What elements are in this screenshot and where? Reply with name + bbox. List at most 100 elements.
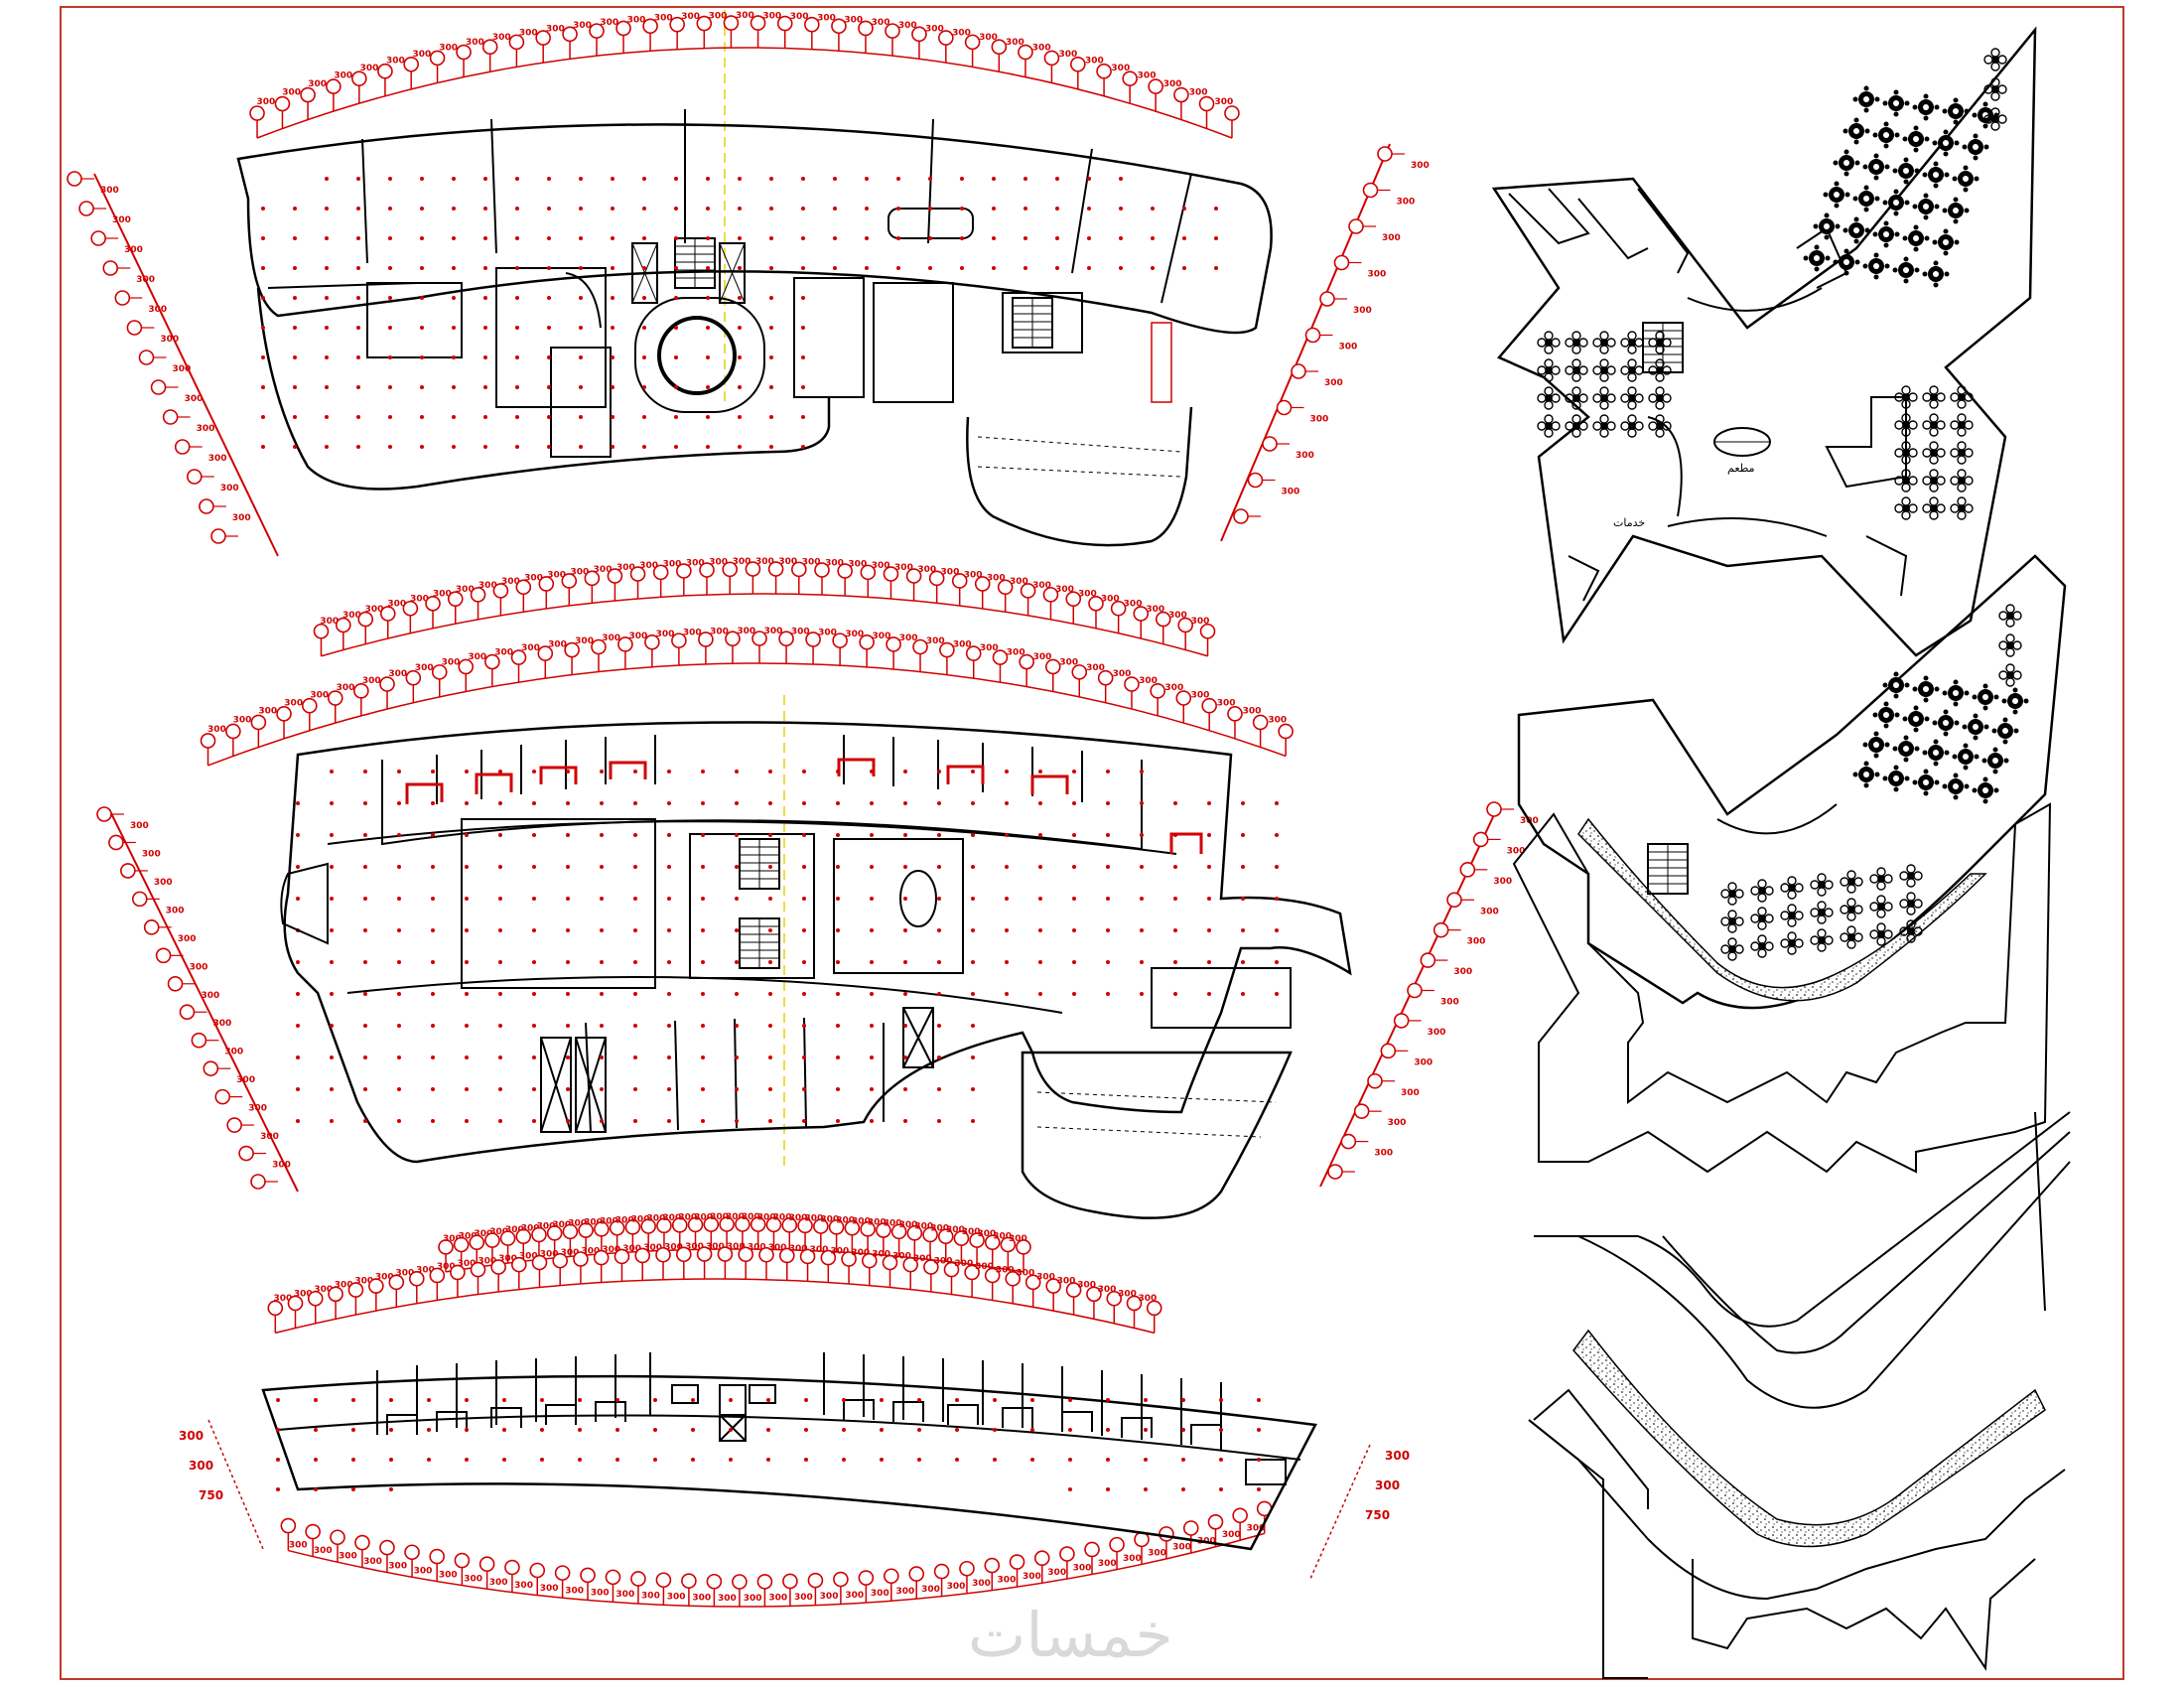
grid-tag: 300 <box>257 97 276 107</box>
grid-tag: 300 <box>615 1215 634 1225</box>
grid-bubble <box>447 591 464 625</box>
dining-table <box>1892 256 1920 284</box>
restaurant-plan-lower <box>1512 554 2067 1312</box>
column-dot <box>802 833 806 837</box>
column-dot <box>452 296 456 300</box>
grid-tag: 300 <box>314 1285 333 1295</box>
grid-tag: 300 <box>768 1243 787 1253</box>
stair-core <box>631 237 1053 349</box>
grid-tag: 300 <box>778 557 797 567</box>
column-dot <box>388 415 392 419</box>
column-dot <box>276 1398 280 1402</box>
column-dot <box>498 770 502 774</box>
grid-bubble <box>1227 706 1243 740</box>
grid-bubble <box>1380 1043 1397 1059</box>
grid-tag: 300 <box>1085 57 1104 67</box>
column-dot <box>1030 1458 1034 1462</box>
column-dot <box>1106 1398 1110 1402</box>
column-dot <box>1072 897 1076 901</box>
grid-tag: 300 <box>537 1222 556 1232</box>
dining-table <box>1852 185 1880 212</box>
grid-bubble <box>593 1249 610 1284</box>
grid-bubble <box>634 1247 651 1282</box>
column-dot <box>836 1119 840 1123</box>
column-dot <box>1106 1487 1110 1491</box>
column-dot <box>547 355 551 359</box>
column-dot <box>431 1055 435 1059</box>
column-dot <box>532 960 536 964</box>
grid-bubble <box>405 669 422 704</box>
restaurant-plan-upper: مطعم خدمات <box>1491 26 2037 657</box>
grid-tag: 300 <box>142 849 161 859</box>
grid-tag: 300 <box>478 581 497 591</box>
cafe-table <box>1810 901 1834 924</box>
cafe-table <box>1899 864 1923 888</box>
column-dot <box>1275 801 1279 805</box>
grid-tag: 300 <box>514 1581 533 1591</box>
grid-tag: 300 <box>681 12 700 22</box>
column-dot <box>903 992 907 996</box>
column-dot <box>1181 1428 1185 1432</box>
grid-tag: 300 <box>575 636 594 646</box>
column-dot <box>600 897 604 901</box>
column-dot <box>547 326 551 330</box>
grid-tag: 300 <box>964 571 983 581</box>
grid-tag: 300 <box>1339 343 1358 352</box>
column-dot <box>802 1024 806 1028</box>
column-dot <box>937 833 941 837</box>
grid-bubble <box>162 409 179 425</box>
room-label: خدمات <box>1613 516 1645 529</box>
grid-tag: 300 <box>757 1212 776 1222</box>
column-dot <box>971 1055 975 1059</box>
column-dot <box>1144 1458 1148 1462</box>
column-dot <box>870 928 874 932</box>
grid-tag: 300 <box>1032 44 1051 54</box>
grid-bubble <box>1433 921 1449 938</box>
grid-tag: 300 <box>1098 1559 1117 1569</box>
column-dot <box>547 266 551 270</box>
grid-tag: 300 <box>845 1591 864 1601</box>
cafe-table <box>1922 413 1946 437</box>
column-dot <box>1144 1428 1148 1432</box>
grid-tag: 300 <box>207 725 226 735</box>
column-dot <box>498 865 502 869</box>
grid-bubble <box>508 34 525 69</box>
grid-tag: 300 <box>197 424 215 434</box>
grid-tag: 300 <box>1032 581 1051 591</box>
column-dot <box>397 833 401 837</box>
central-lounge: مطعم خدمات <box>1613 427 1771 529</box>
grid-tag: 300 <box>1113 669 1132 679</box>
grid-tag: 300 <box>519 28 538 38</box>
landscape-boundary <box>1512 802 2052 1174</box>
cafe-table <box>1620 331 1644 354</box>
grid-tag: 300 <box>581 1246 600 1256</box>
dining-table <box>1852 85 1880 113</box>
column-dot <box>540 1458 544 1462</box>
column-dot <box>532 833 536 837</box>
grid-tag: 300 <box>272 1161 291 1171</box>
column-dot <box>653 1398 657 1402</box>
column-dot <box>1151 236 1155 240</box>
grid-tag: 300 <box>459 1231 478 1241</box>
column-dot <box>1173 897 1177 901</box>
grid-tag: 300 <box>284 698 303 708</box>
column-dot <box>515 355 519 359</box>
grid-tag: 300 <box>458 1259 477 1269</box>
cafe-table <box>1950 469 1974 492</box>
column-dot <box>351 1398 355 1402</box>
column-grid-dots <box>296 770 1279 1123</box>
column-dot <box>870 833 874 837</box>
cafe-table <box>1780 931 1804 955</box>
cafe-table <box>1894 496 1918 520</box>
column-dot <box>1055 207 1059 211</box>
grid-tag: 300 <box>664 1242 683 1252</box>
grid-tag: 750 <box>199 1488 223 1502</box>
column-dot <box>389 1398 393 1402</box>
column-dot <box>325 296 329 300</box>
column-dot <box>397 1087 401 1091</box>
column-dot <box>802 801 806 805</box>
stair-core <box>1647 843 1689 895</box>
column-dot <box>330 801 334 805</box>
column-dot <box>674 177 678 181</box>
column-dot <box>325 207 329 211</box>
